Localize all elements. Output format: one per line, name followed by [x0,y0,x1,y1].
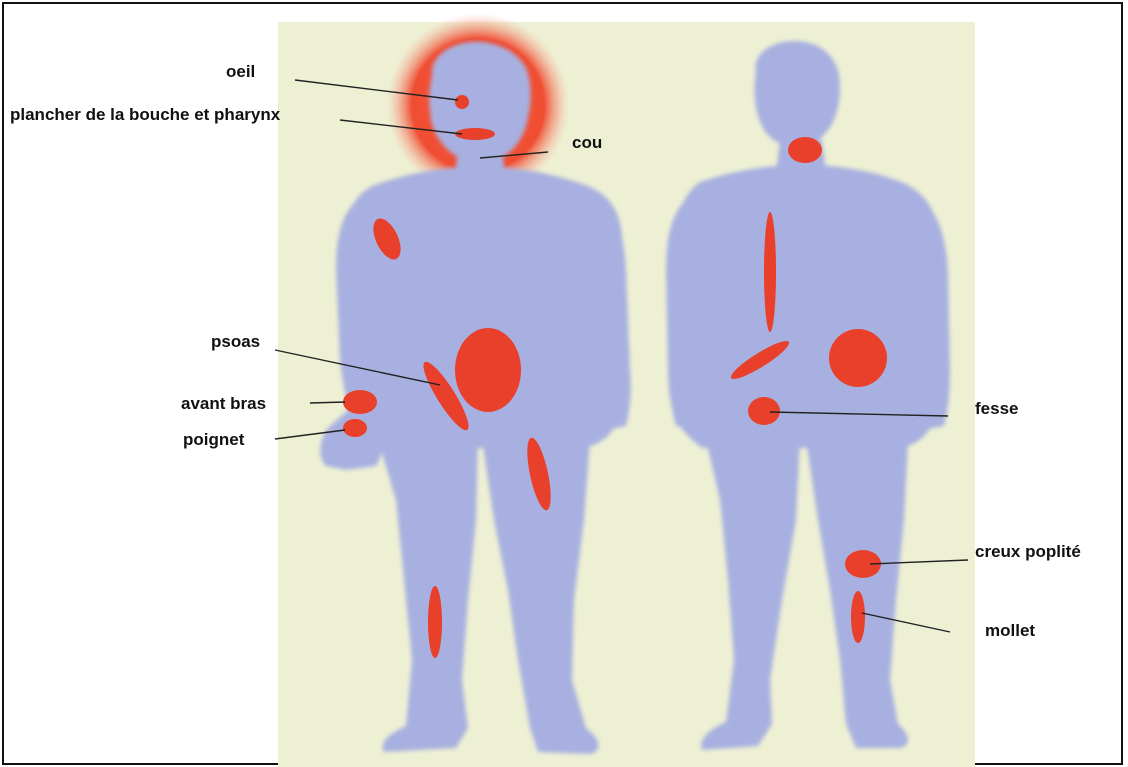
lesion-cou-back [788,137,822,163]
lesion-poignet [343,419,367,437]
lesion-mollet [851,591,865,643]
lesion-fesse [748,397,780,425]
label-poignet: poignet [183,430,244,450]
lesion-psoas-large [455,328,521,412]
label-plancher-bouche-pharynx: plancher de la bouche et pharynx [10,105,300,125]
label-psoas: psoas [211,332,260,352]
label-creux-poplite: creux poplité [975,542,1081,562]
label-avant-bras: avant bras [181,394,266,414]
label-fesse: fesse [975,399,1018,419]
label-cou: cou [572,133,602,153]
lesion-fesse-haute [829,329,887,387]
lesion-avant-bras [343,390,377,414]
label-oeil: oeil [226,62,255,82]
lesion-oeil [455,95,469,109]
lesion-dos [764,212,776,332]
label-mollet: mollet [985,621,1035,641]
leader-avant-bras [310,402,345,403]
lesion-jambe [428,586,442,658]
